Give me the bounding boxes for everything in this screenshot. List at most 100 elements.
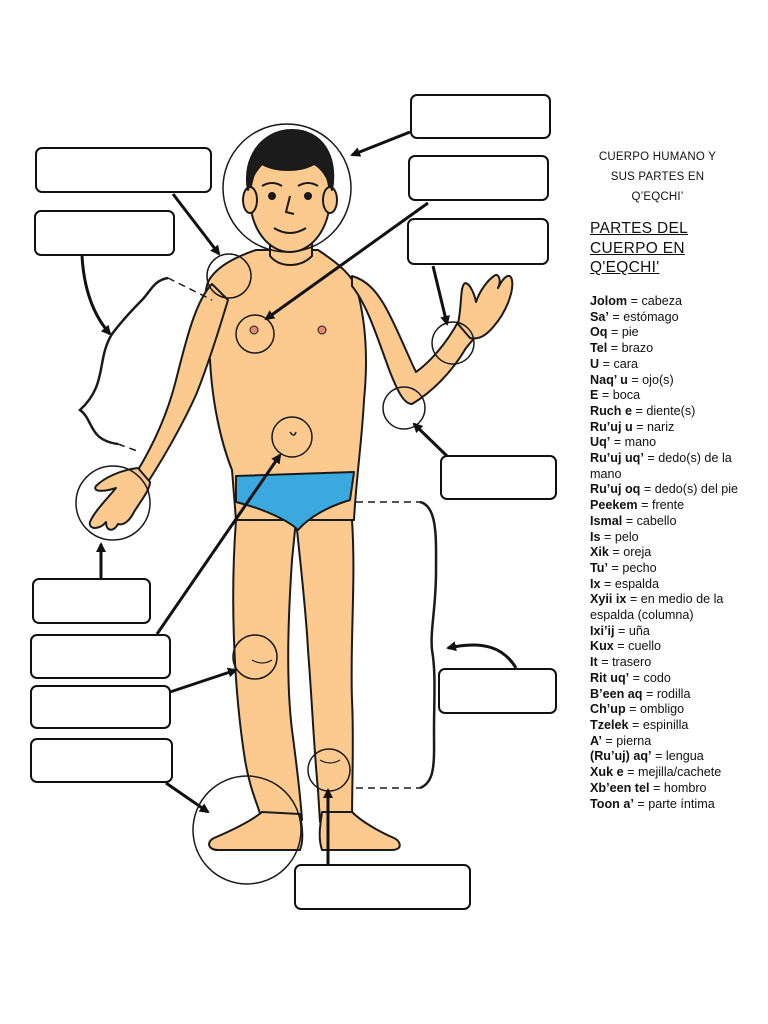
vocabulary-meaning: trasero xyxy=(612,655,651,669)
vocabulary-term: It xyxy=(590,655,598,669)
vocabulary-meaning: nariz xyxy=(647,420,674,434)
vocabulary-item: Sa’ = estómago xyxy=(590,310,760,326)
vocabulary-item: Ru’uj uq’ = dedo(s) de la mano xyxy=(590,451,760,482)
heading-line: Q'EQCHI' xyxy=(590,258,740,278)
answer-box-wrist[interactable] xyxy=(407,218,549,265)
vocabulary-term: Tel xyxy=(590,341,607,355)
vocabulary-term: Tu’ xyxy=(590,561,608,575)
vocabulary-meaning: pelo xyxy=(615,530,639,544)
worksheet-title: CUERPO HUMANO Y SUS PARTES EN Q’EQCHI’ xyxy=(590,147,725,207)
vocabulary-meaning: oreja xyxy=(623,545,651,559)
answer-box-navel[interactable] xyxy=(30,634,171,679)
vocabulary-meaning: mejilla/cachete xyxy=(638,765,721,779)
vocabulary-item: Ruch e = diente(s) xyxy=(590,404,760,420)
right-ear xyxy=(323,187,337,213)
vocabulary-item: Rit uq’ = codo xyxy=(590,671,760,687)
vocabulary-meaning: pecho xyxy=(622,561,656,575)
vocabulary-term: U xyxy=(590,357,599,371)
left-ear xyxy=(243,187,257,213)
vocabulary-term: Tzelek xyxy=(590,718,629,732)
heading-line: PARTES DEL xyxy=(590,219,740,239)
vocabulary-term: Xuk e xyxy=(590,765,624,779)
vocabulary-item: Kux = cuello xyxy=(590,639,760,655)
vocabulary-meaning: espalda xyxy=(615,577,659,591)
left-foot xyxy=(209,812,302,850)
vocabulary-term: Ch’up xyxy=(590,702,626,716)
answer-box-back[interactable] xyxy=(34,210,175,256)
leg-bracket xyxy=(356,502,436,788)
vocabulary-term: Sa’ xyxy=(590,310,609,324)
right-foot xyxy=(320,812,400,850)
title-line: SUS PARTES EN xyxy=(590,167,725,187)
answer-box-elbow[interactable] xyxy=(440,455,557,500)
vocabulary-item: Naq’ u = ojo(s) xyxy=(590,373,760,389)
vocabulary-item: It = trasero xyxy=(590,655,760,671)
vocabulary-item: Tzelek = espinilla xyxy=(590,718,760,734)
answer-box-thigh[interactable] xyxy=(30,685,171,729)
vocabulary-item: Xb’een tel = hombro xyxy=(590,781,760,797)
vocabulary-term: Ru’uj oq xyxy=(590,482,640,496)
vocabulary-term: Uq’ xyxy=(590,435,610,449)
vocabulary-term: Xik xyxy=(590,545,609,559)
arrow-elbow xyxy=(414,424,447,456)
vocabulary-meaning: boca xyxy=(613,388,640,402)
vocabulary-term: Jolom xyxy=(590,294,627,308)
right-hand xyxy=(458,275,512,339)
answer-box-shoulder[interactable] xyxy=(35,147,212,193)
vocabulary-term: Ruch e xyxy=(590,404,632,418)
vocabulary-term: Naq’ u xyxy=(590,373,628,387)
answer-box-hand[interactable] xyxy=(32,578,151,624)
vocabulary-item: Is = pelo xyxy=(590,530,760,546)
answer-box-leg[interactable] xyxy=(438,668,557,714)
right-eye xyxy=(305,193,311,199)
left-nipple xyxy=(250,326,258,334)
vocabulary-term: (Ru’uj) aq’ xyxy=(590,749,652,763)
vocabulary-term: Ix xyxy=(590,577,601,591)
vocabulary-item: Ismal = cabello xyxy=(590,514,760,530)
vocabulary-term: Toon a’ xyxy=(590,797,634,811)
arrow-shoulder xyxy=(173,194,219,254)
vocabulary-term: Ixi’ij xyxy=(590,624,615,638)
vocabulary-item: Xuk e = mejilla/cachete xyxy=(590,765,760,781)
vocabulary-meaning: codo xyxy=(644,671,671,685)
answer-box-head[interactable] xyxy=(410,94,551,139)
vocabulary-meaning: uña xyxy=(629,624,650,638)
arrow-thigh xyxy=(170,670,236,692)
vocabulary-item: Ix = espalda xyxy=(590,577,760,593)
vocabulary-meaning: estómago xyxy=(623,310,678,324)
arrow-wrist xyxy=(433,266,447,324)
vocabulary-item: Tu’ = pecho xyxy=(590,561,760,577)
vocabulary-item: Ru’uj u = nariz xyxy=(590,420,760,436)
left-leg xyxy=(233,520,302,820)
vocabulary-item: Jolom = cabeza xyxy=(590,294,760,310)
vocabulary-term: E xyxy=(590,388,598,402)
vocabulary-item: Uq’ = mano xyxy=(590,435,760,451)
vocabulary-meaning: ombligo xyxy=(640,702,684,716)
vocabulary-item: Tel = brazo xyxy=(590,341,760,357)
answer-box-chest[interactable] xyxy=(408,155,549,201)
vocabulary-item: Ch’up = ombligo xyxy=(590,702,760,718)
vocabulary-meaning: rodilla xyxy=(657,687,691,701)
vocabulary-meaning: mano xyxy=(625,435,657,449)
arrow-head xyxy=(352,132,410,155)
vocabulary-term: Kux xyxy=(590,639,614,653)
vocabulary-item: Toon a’ = parte íntima xyxy=(590,797,760,813)
vocabulary-item: (Ru’uj) aq’ = lengua xyxy=(590,749,760,765)
vocabulary-item: Xik = oreja xyxy=(590,545,760,561)
vocabulary-term: Xb’een tel xyxy=(590,781,650,795)
vocabulary-heading: PARTES DEL CUERPO EN Q'EQCHI' xyxy=(590,219,740,278)
right-arm xyxy=(352,276,476,404)
arrow-back xyxy=(82,256,110,334)
vocabulary-meaning: hombro xyxy=(664,781,707,795)
vocabulary-item: E = boca xyxy=(590,388,760,404)
vocabulary-term: Oq xyxy=(590,325,608,339)
answer-box-shin[interactable] xyxy=(294,864,471,910)
vocabulary-meaning: pie xyxy=(622,325,639,339)
vocabulary-item: U = cara xyxy=(590,357,760,373)
vocabulary-item: B’een aq = rodilla xyxy=(590,687,760,703)
arrow-foot xyxy=(166,783,208,812)
vocabulary-term: A’ xyxy=(590,734,602,748)
answer-box-foot[interactable] xyxy=(30,738,173,783)
vocabulary-term: Is xyxy=(590,530,601,544)
vocabulary-term: Rit uq’ xyxy=(590,671,629,685)
